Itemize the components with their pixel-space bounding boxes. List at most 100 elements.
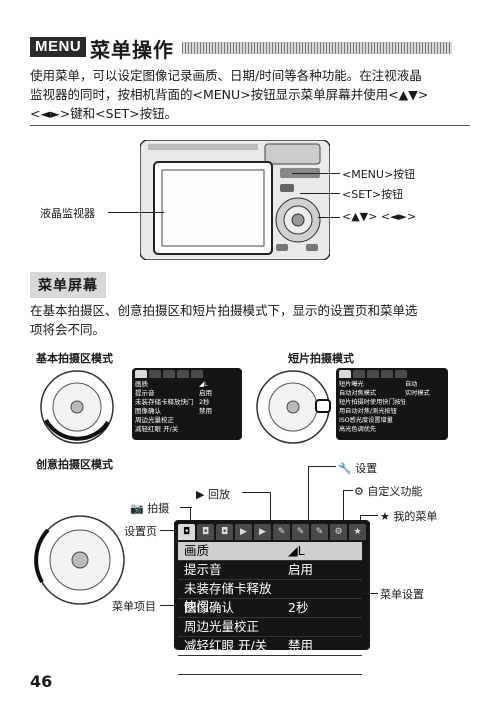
basic-tab-4 [177, 370, 189, 378]
menu-value-beep: 启用 [282, 561, 362, 580]
basic-item: 画质 [135, 380, 148, 388]
camera-icon: 📷 [130, 502, 144, 515]
tab-page-leader [160, 530, 174, 531]
creative-menu-body: 画质 提示音 未装存储卡释放快门 图像确认 周边光量校正 减轻红眼 开/关 闪光… [174, 540, 370, 677]
star-icon: ★ [380, 510, 390, 523]
intro-line-2: 监视器的同时，按相机背面的<MENU>按钮显示菜单屏幕并使用<▲▼> [30, 87, 429, 102]
movie-item: ISO感光度设置增量 [339, 417, 393, 424]
menu-settings-label: 菜单设置 [380, 588, 424, 601]
menu-item-red-eye[interactable]: 减轻红眼 开/关 [178, 637, 282, 656]
playback-tab-1[interactable]: ▶ [235, 524, 252, 540]
page-number: 46 [30, 672, 53, 691]
basic-tab-2 [149, 370, 161, 378]
setup-tab-2[interactable]: ✎ [292, 524, 309, 540]
basic-value: ◢L [199, 380, 208, 388]
playback-label-text: 回放 [207, 488, 230, 501]
movie-item: 短片拍摄时使用快门按钮自动对焦 [339, 399, 405, 406]
mode-dial-creative [30, 510, 130, 610]
basic-tab-1 [135, 370, 147, 378]
movie-menu-body: 短片曝光 自动对焦模式 短片拍摄时使用快门按钮自动对焦 用自动对焦/测光按钮 I… [336, 380, 448, 434]
menu-item-flash-control[interactable]: 闪光灯控制 [178, 656, 282, 675]
shooting-tab-1[interactable]: ◘ [178, 524, 195, 540]
movie-menu-values: 自动 实时模式 [405, 380, 445, 434]
setup-tab-3[interactable]: ✎ [311, 524, 328, 540]
divider [30, 125, 470, 126]
set-leader-line [300, 193, 340, 194]
movie-menu-screen: 短片曝光 自动对焦模式 短片拍摄时使用快门按钮自动对焦 用自动对焦/测光按钮 I… [336, 368, 448, 440]
creative-zone-title: 创意拍摄区模式 [36, 458, 113, 471]
my-menu-label-text: 我的菜单 [393, 510, 438, 523]
setup-leader-h [308, 466, 336, 467]
movie-tab-3 [367, 370, 379, 378]
page-title: 菜单操作 [90, 38, 174, 62]
movie-value: 自动 [405, 381, 418, 388]
basic-zone-title: 基本拍摄区模式 [36, 352, 113, 365]
set-button-label: <SET>按钮 [342, 188, 404, 201]
setup-tab-label: 🔧 设置 [338, 460, 377, 476]
movie-item: 用自动对焦/测光按钮 [339, 408, 397, 415]
intro-line-3: <◄►>键和<SET>按钮。 [30, 106, 178, 121]
shooting-leader-v [190, 507, 191, 522]
basic-item: 图像确认 [135, 407, 161, 415]
shooting-tab-label: 📷 拍摄 [130, 500, 169, 516]
menu-items-label: 菜单项目 [112, 600, 156, 613]
custom-label-text: 自定义功能 [367, 485, 423, 498]
my-menu-leader-h [360, 515, 378, 516]
creative-menu-items: 画质 提示音 未装存储卡释放快门 图像确认 周边光量校正 减轻红眼 开/关 闪光… [178, 542, 282, 675]
mode-dial-basic [36, 366, 118, 448]
shooting-leader-h [180, 507, 192, 508]
basic-value: 2秒 [199, 398, 210, 406]
creative-tab-strip: ◘ ◘ ◘ ▶ ▶ ✎ ✎ ✎ ⚙ ★ [174, 520, 370, 540]
movie-tab-strip [336, 368, 448, 380]
menu-item-peripheral-illumination[interactable]: 周边光量校正 [178, 618, 282, 637]
camera-back-illustration [139, 139, 331, 261]
menu-item-image-review[interactable]: 图像确认 [178, 599, 282, 618]
shooting-tab-3[interactable]: ◘ [216, 524, 233, 540]
movie-mode-title: 短片拍摄模式 [288, 352, 354, 365]
movie-tab-5 [395, 370, 407, 378]
my-menu-leader-v [360, 515, 361, 522]
basic-item: 提示音 [135, 389, 155, 397]
playback-icon: ▶ [196, 488, 205, 501]
custom-function-icon: ⚙ [354, 485, 364, 498]
setup-tab-1[interactable]: ✎ [273, 524, 290, 540]
section-description: 在基本拍摄区、创意拍摄区和短片拍摄模式下，显示的设置页和菜单选 项将会不同。 [30, 301, 470, 339]
menu-value-red-eye: 禁用 [282, 637, 362, 656]
menu-value-review: 2秒 [282, 599, 362, 618]
intro-line-1: 使用菜单，可以设定图像记录画质、日期/时间等各种功能。在注视液晶 [30, 68, 422, 83]
movie-tab-4 [381, 370, 393, 378]
movie-tab-1 [339, 370, 351, 378]
movie-value: 实时模式 [405, 390, 430, 397]
shooting-tab-2[interactable]: ◘ [197, 524, 214, 540]
movie-item: 自动对焦模式 [339, 390, 377, 397]
menu-item-quality[interactable]: 画质 [178, 542, 282, 561]
basic-menu-items: 画质 提示音 未装存储卡释放快门 图像确认 周边光量校正 减轻红眼 开/关 [132, 380, 199, 434]
basic-menu-body: 画质 提示音 未装存储卡释放快门 图像确认 周边光量校正 减轻红眼 开/关 ◢L… [132, 380, 242, 434]
cross-keys-leader-line [318, 217, 340, 218]
custom-leader-v [343, 490, 344, 522]
shooting-label-text: 拍摄 [147, 502, 170, 515]
section-desc-line-2: 项将会不同。 [30, 322, 106, 337]
title-hatch-bar [182, 42, 452, 54]
basic-value: 启用 [199, 389, 212, 397]
tab-page-label: 设置页 [124, 525, 157, 538]
playback-leader-v [270, 492, 271, 522]
basic-item: 减轻红眼 开/关 [135, 425, 179, 433]
my-menu-tab[interactable]: ★ [349, 524, 366, 540]
cross-keys-label: <▲▼> <◄►> [342, 210, 417, 223]
setup-label-text: 设置 [355, 462, 378, 475]
menu-item-release-without-card[interactable]: 未装存储卡释放快门 [178, 580, 282, 614]
creative-menu-values: ◢L 启用 2秒 禁用 [282, 542, 362, 675]
playback-leader-h [242, 492, 270, 493]
playback-tab-label: ▶ 回放 [196, 486, 230, 502]
movie-tab-2 [353, 370, 365, 378]
basic-tab-5 [191, 370, 203, 378]
movie-item: 高光色调优先 [339, 426, 377, 433]
intro-paragraph: 使用菜单，可以设定图像记录画质、日期/时间等各种功能。在注视液晶 监视器的同时，… [30, 66, 470, 123]
playback-tab-2[interactable]: ▶ [254, 524, 271, 540]
menu-value-peripheral [282, 618, 362, 637]
lcd-monitor-label: 液晶监视器 [40, 207, 95, 220]
custom-leader-h [343, 490, 353, 491]
menu-item-beep[interactable]: 提示音 [178, 561, 282, 580]
custom-function-tab[interactable]: ⚙ [330, 524, 347, 540]
